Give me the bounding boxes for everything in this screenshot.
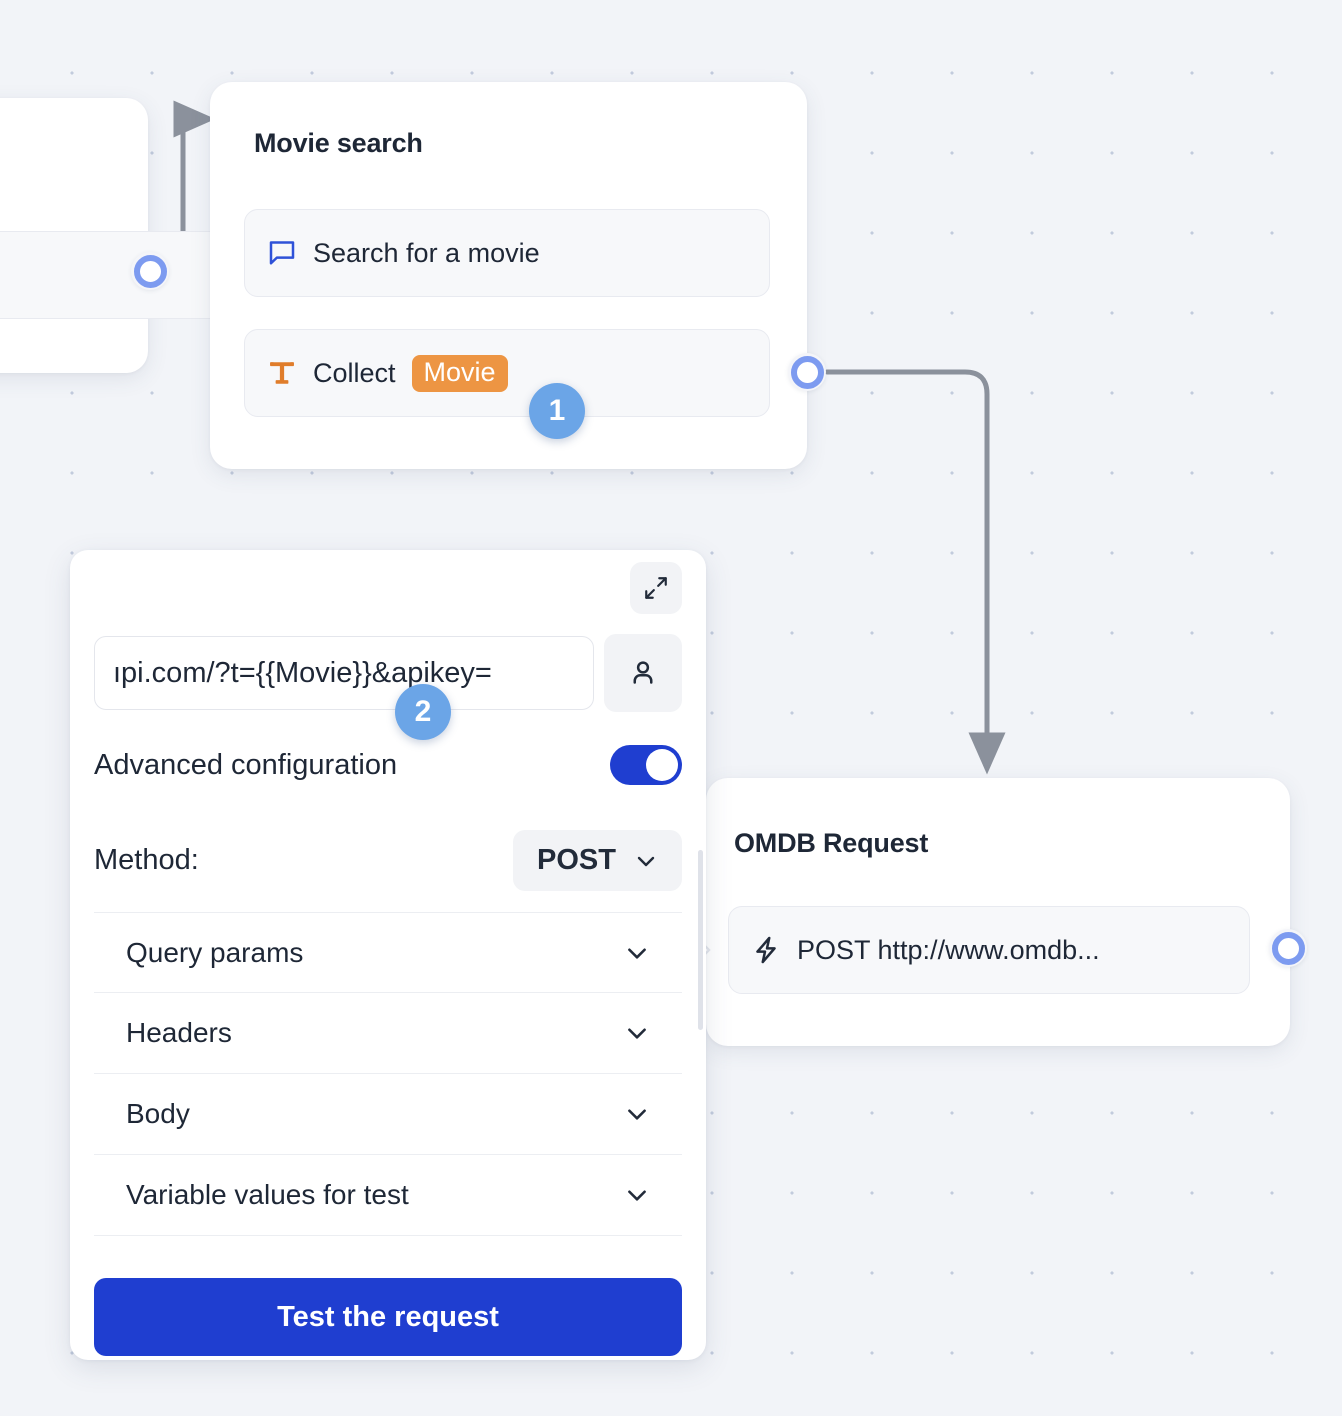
chevron-down-icon [624, 1020, 650, 1046]
method-value: POST [537, 844, 616, 876]
node-row-search-for-a-movie[interactable]: Search for a movie [244, 209, 770, 297]
partial-node-row[interactable] [0, 231, 244, 319]
accordion-label: Headers [126, 1017, 232, 1048]
partial-node-left[interactable] [0, 98, 244, 373]
chevron-down-icon [624, 1101, 650, 1127]
variable-chip-movie[interactable]: Movie [411, 354, 508, 392]
step-badge-1: 1 [529, 383, 585, 439]
output-port-omdb-request[interactable] [1269, 929, 1307, 967]
chevron-down-icon [634, 849, 658, 873]
step-badge-2: 2 [395, 684, 451, 740]
method-label: Method: [94, 844, 199, 876]
advanced-configuration-row: Advanced configuration [94, 745, 682, 785]
lightning-bolt-icon [751, 935, 781, 965]
node-row-collect-movie[interactable]: Collect Movie [244, 329, 770, 417]
text-t-icon [267, 358, 297, 388]
chat-bubble-icon [267, 238, 297, 268]
node-row-post-omdb[interactable]: POST http://www.omdb... [728, 906, 1250, 994]
advanced-configuration-label: Advanced configuration [94, 748, 398, 781]
test-button-wrap: Test the request [94, 1278, 682, 1356]
advanced-configuration-toggle[interactable] [610, 745, 682, 785]
chevron-down-icon [624, 1182, 650, 1208]
request-config-panel[interactable]: Advanced configuration Method: POST Quer… [70, 550, 706, 1360]
accordion-body[interactable]: Body [94, 1074, 682, 1155]
output-port-movie-search[interactable] [788, 353, 826, 391]
node-row-label: Search for a movie [313, 237, 540, 268]
node-omdb-request[interactable]: OMDB Request POST http://www.omdb... [698, 778, 1290, 1046]
accordion-label: Body [126, 1098, 190, 1129]
request-url-input[interactable] [94, 636, 594, 710]
accordion-variable-values-for-test[interactable]: Variable values for test [94, 1155, 682, 1236]
output-port-partial-left[interactable] [131, 252, 169, 290]
chevron-down-icon [624, 940, 650, 966]
accordion-headers[interactable]: Headers [94, 993, 682, 1074]
person-icon [628, 658, 658, 688]
method-row: Method: POST [94, 830, 682, 891]
node-movie-search[interactable]: Movie search Search for a movie [210, 82, 807, 469]
accordion-label: Variable values for test [126, 1179, 409, 1210]
node-row-label: POST http://www.omdb... [797, 934, 1100, 965]
expand-panel-button[interactable] [630, 562, 682, 614]
node-row-label: Collect [313, 357, 396, 388]
auth-user-button[interactable] [604, 634, 682, 712]
accordion-label: Query params [126, 936, 304, 968]
node-title-movie-search: Movie search [254, 128, 423, 158]
node-title-omdb-request: OMDB Request [734, 828, 929, 858]
edge-movie-search-to-omdb [824, 369, 1006, 775]
accordion-query-params[interactable]: Query params [94, 912, 682, 993]
expand-diagonal-icon [643, 575, 669, 601]
test-the-request-button[interactable]: Test the request [94, 1278, 682, 1356]
method-select[interactable]: POST [513, 830, 682, 891]
url-row [94, 634, 682, 712]
accordion-list: Query params Headers Body [94, 912, 682, 1236]
panel-scrollbar[interactable] [698, 850, 703, 1030]
